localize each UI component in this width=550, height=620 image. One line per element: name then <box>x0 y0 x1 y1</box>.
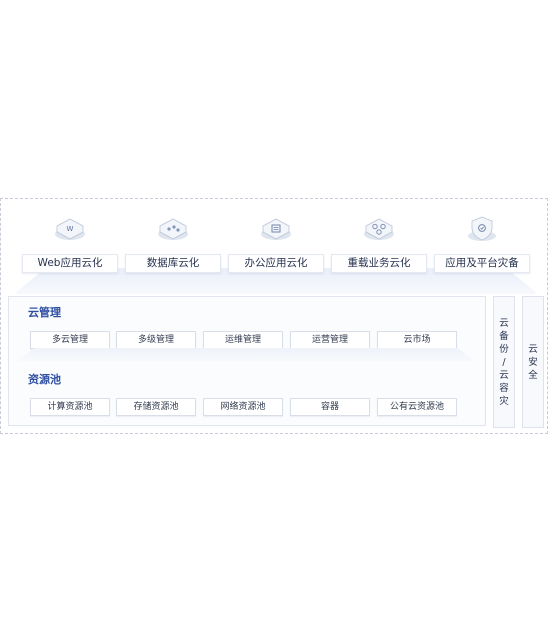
architecture-frame <box>0 198 548 434</box>
side-backup-char: / <box>502 357 506 368</box>
side-security: 云 安 全 <box>522 296 544 428</box>
resource-pool-title: 资源池 <box>28 373 61 386</box>
side-security-char: 云 <box>528 344 538 355</box>
chip-multi-cloud: 多云管理 <box>30 331 110 349</box>
web-app-icon: W <box>53 214 87 242</box>
scenario-label: 重载业务云化 <box>331 254 427 273</box>
scenario-office: 办公应用云化 <box>228 214 324 273</box>
chip-network-pool: 网络资源池 <box>203 398 283 416</box>
cloud-management-title: 云管理 <box>28 306 61 319</box>
chip-operations: 运营管理 <box>290 331 370 349</box>
chip-compute-pool: 计算资源池 <box>30 398 110 416</box>
scenario-label: 应用及平台灾备 <box>434 254 530 273</box>
office-icon <box>259 214 293 242</box>
chip-multi-level: 多级管理 <box>116 331 196 349</box>
scenario-disaster-recovery: 应用及平台灾备 <box>434 214 530 273</box>
svg-text:W: W <box>67 225 74 233</box>
side-security-char: 全 <box>528 370 538 381</box>
scenario-label: 办公应用云化 <box>228 254 324 273</box>
scenario-label: 数据库云化 <box>125 254 221 273</box>
side-backup-char: 灾 <box>499 396 509 407</box>
chip-ops: 运维管理 <box>203 331 283 349</box>
chip-public-cloud-pool: 公有云资源池 <box>377 398 457 416</box>
chip-container: 容器 <box>290 398 370 416</box>
chip-cloud-market: 云市场 <box>377 331 457 349</box>
scenario-heavy-workload: 重载业务云化 <box>331 214 427 273</box>
shield-icon <box>465 214 499 242</box>
scenario-web-app: W Web应用云化 <box>22 214 118 273</box>
scenario-database: 数据库云化 <box>125 214 221 273</box>
side-backup-char: 云 <box>499 370 509 381</box>
side-backup-char: 容 <box>499 383 509 394</box>
side-backup-char: 备 <box>499 331 509 342</box>
database-icon <box>156 214 190 242</box>
heavy-workload-icon <box>362 214 396 242</box>
scenario-label: Web应用云化 <box>22 254 118 273</box>
side-backup-dr: 云 备 份 / 云 容 灾 <box>493 296 515 428</box>
side-backup-char: 份 <box>499 344 509 355</box>
side-backup-char: 云 <box>499 318 509 329</box>
layer-divider <box>16 348 476 362</box>
chip-storage-pool: 存储资源池 <box>116 398 196 416</box>
side-security-char: 安 <box>528 357 538 368</box>
